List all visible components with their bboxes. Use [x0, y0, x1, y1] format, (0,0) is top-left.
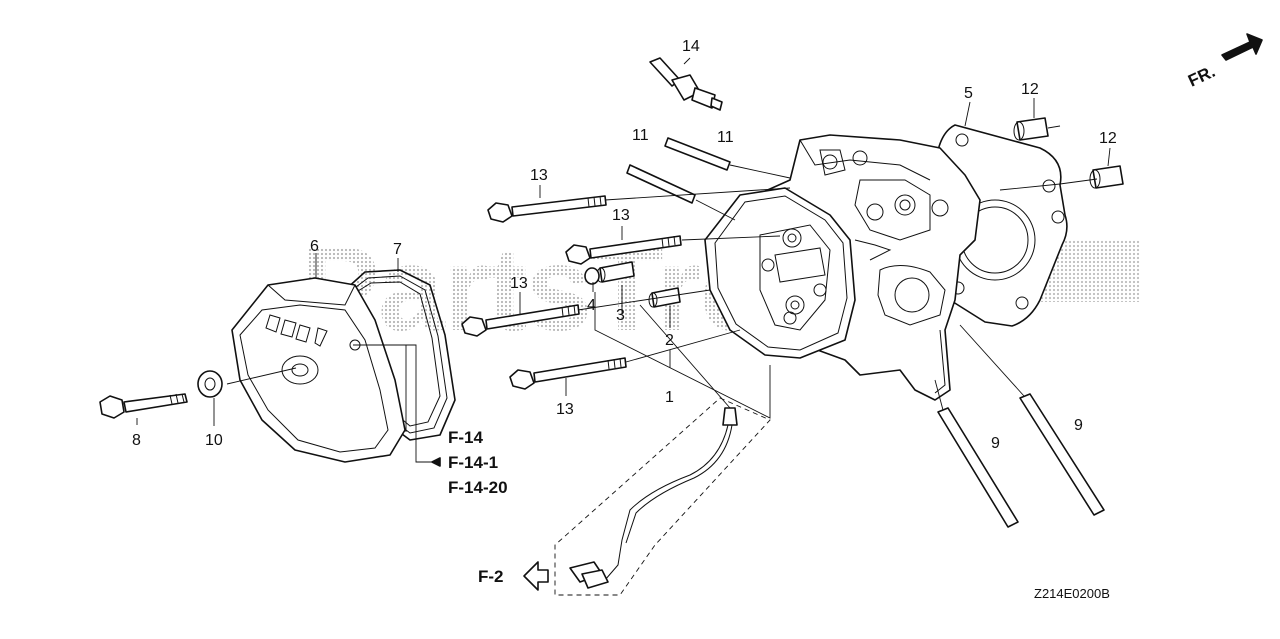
- reference-f14-1: F-14-1: [448, 453, 498, 472]
- head-bolt-lower: [509, 357, 627, 390]
- front-direction-label: FR.: [1185, 62, 1218, 91]
- callout-8: 8: [132, 432, 141, 449]
- callout-1: 1: [665, 389, 674, 406]
- reference-f14-20: F-14-20: [448, 478, 508, 497]
- spark-plug: [649, 57, 723, 111]
- valve-cover: [231, 277, 406, 463]
- head-bolt-middle: [565, 235, 682, 265]
- callout-13-left: 13: [510, 275, 528, 292]
- diagram-code: Z214E0200B: [1034, 586, 1110, 601]
- leader-lines: [136, 57, 1111, 463]
- temperature-sensor-wire: [569, 407, 738, 589]
- wire-harness-boundary: [554, 397, 771, 596]
- callout-6: 6: [310, 238, 319, 255]
- callout-7: 7: [393, 241, 402, 258]
- reference-f2: F-2: [478, 567, 504, 586]
- head-bolt-upper: [487, 195, 607, 223]
- callout-10: 10: [205, 432, 223, 449]
- callout-2: 2: [665, 332, 674, 349]
- sealing-washer: [584, 267, 600, 285]
- washer: [197, 370, 223, 398]
- front-direction-arrow: FR.: [1185, 33, 1263, 91]
- reference-f14: F-14: [448, 428, 484, 447]
- valve-cover-bolt: [99, 393, 188, 419]
- callout-9-left: 9: [991, 435, 1000, 452]
- stud-long-left: [937, 407, 1019, 528]
- stud-bolt-lower: [626, 164, 696, 204]
- callout-11-right: 11: [717, 129, 734, 146]
- callout-5: 5: [964, 85, 973, 102]
- callout-13-middle: 13: [612, 207, 630, 224]
- callout-labels: 1 2 3 4 5 6 7 8 9 9 10 11 11 12 12 13 13…: [132, 38, 1117, 452]
- reference-arrow-f14: [431, 457, 441, 467]
- callout-3: 3: [616, 307, 625, 324]
- callout-12-lower: 12: [1099, 130, 1117, 147]
- stud-bolt-upper: [664, 137, 731, 171]
- callout-11-left: 11: [632, 127, 649, 144]
- callout-13-upper: 13: [530, 167, 548, 184]
- callout-12-upper: 12: [1021, 81, 1039, 98]
- reference-labels: F-14 F-14-1 F-14-20 F-2: [448, 428, 508, 586]
- head-bolt-left: [461, 304, 580, 337]
- dowel-upper: [1013, 117, 1049, 141]
- callout-4: 4: [587, 297, 596, 314]
- stud-long-right: [1019, 393, 1105, 516]
- callout-14: 14: [682, 38, 700, 55]
- callout-9-right: 9: [1074, 417, 1083, 434]
- callout-13-lower: 13: [556, 401, 574, 418]
- dowel-pin: [648, 287, 681, 308]
- dowel-lower: [1089, 165, 1124, 189]
- reference-arrow-f2: [523, 561, 549, 591]
